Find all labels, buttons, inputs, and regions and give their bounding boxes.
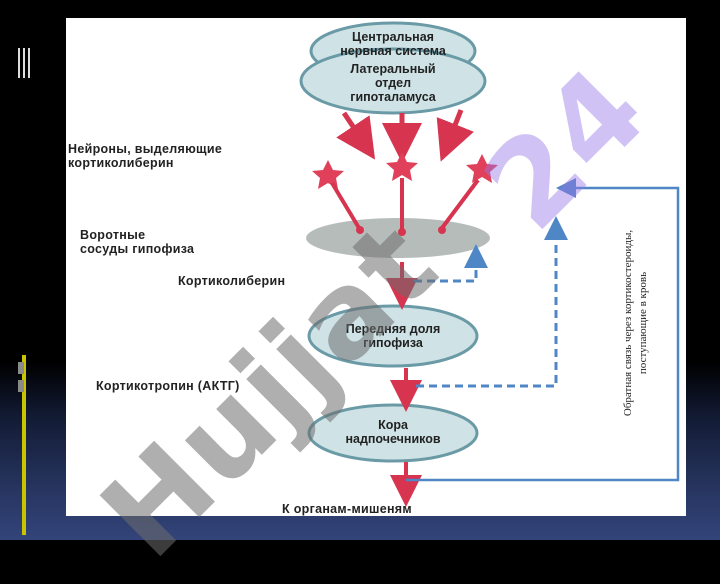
arrow-hypo-star-right [436,109,474,162]
left-accent-square [18,380,24,392]
axon-right [440,178,480,230]
axon-terminal-mid [398,228,406,236]
neuron-star-left [312,160,344,189]
axon-terminal-left [356,226,364,234]
left-accent-square [18,362,24,374]
left-accent-bar [22,355,26,535]
acth-label: Кортикотропин (АКТГ) [96,379,240,393]
hypothalamus-node-shape [299,47,487,115]
diagram-canvas [299,21,680,507]
feedback-dashed-long [416,216,568,388]
hypothalamus-node-label: Латеральный отдел гипоталамуса [350,62,436,104]
feedback-dashed-short [414,244,488,283]
neuron-star-right [466,154,498,183]
axon-terminal-right [438,226,446,234]
cns-node-label: Центральная нервная система [340,30,446,58]
target-organs-label: К органам-мишеням [282,502,412,516]
arrow-hypo-star-left [336,111,376,160]
neuron-star-mid [386,152,418,181]
pituitary-node-label: Передняя доля гипофиза [345,322,441,350]
feedback-label: Обратная связь через кортикостероиды, по… [622,229,649,417]
axon-left [330,181,361,230]
diagram-slide: Центральная нервная система Латеральный … [66,18,686,516]
neurons-label: Нейроны, выделяющие кортиколиберин [68,142,223,170]
adrenal-node-label: Кора надпочечников [345,418,441,446]
corticoliberin-label: Кортиколиберин [178,274,286,288]
portal-vessels-label: Воротные сосуды гипофиза [80,228,195,256]
feedback-solid-line [406,178,680,482]
